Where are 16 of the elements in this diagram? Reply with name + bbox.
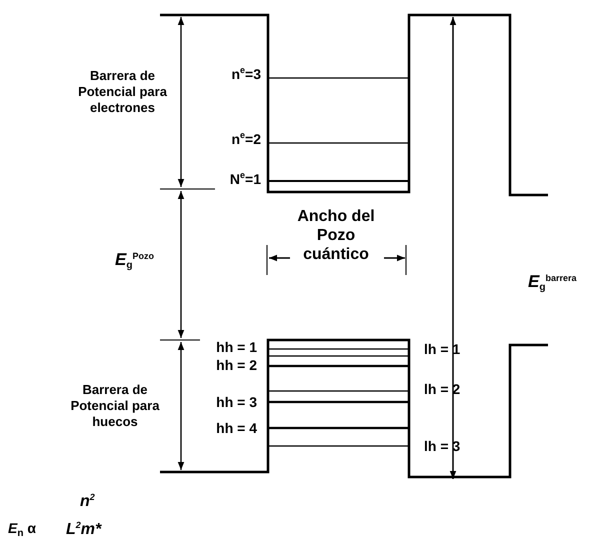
level-label: lh = 1 [424,341,462,357]
level-label: hh = 1 [215,339,257,355]
level-label: hh = 3 [215,394,257,410]
formula: L$^{2}$m* [66,522,103,538]
formula: n$^{2}$ [80,494,96,510]
dimension-label: Ancho del Pozo cuántico [296,207,376,264]
region-label: Barrera de Potencial para huecos [70,382,160,430]
level-label: lh = 2 [424,381,462,397]
region-label: Barrera de Potencial para electrones [77,68,168,116]
level-label: n$^{e}$=2 [230,131,261,147]
level-label: hh = 2 [215,357,257,373]
level-label: hh = 4 [215,420,257,436]
formula: E$_{n}$ α [8,520,37,536]
level-label: lh = 3 [424,438,462,454]
level-label: N$^{e}$=1 [228,171,261,187]
level-label: n$^{e}$=3 [230,66,261,82]
